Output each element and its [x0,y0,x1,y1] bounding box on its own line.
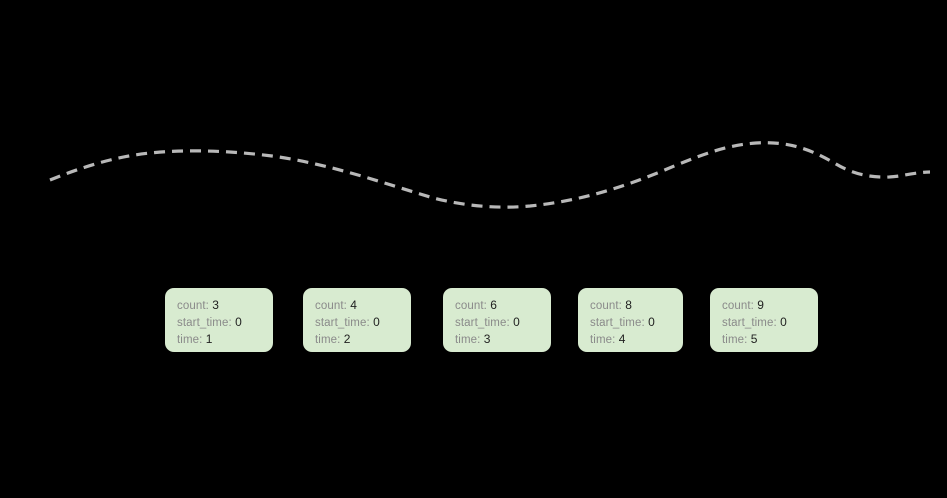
node-field-label: time: [590,334,616,346]
node-field-value: 1 [205,332,213,346]
node-field-value: 6 [490,298,498,312]
node-field-value: 0 [235,315,242,329]
node-field: count: 3 [177,297,273,314]
node-field-label: time: [315,334,341,346]
node-field-value: 4 [618,332,626,346]
node-field-value: 3 [483,332,491,346]
node-field-label: start_time: [590,317,645,329]
node-field-label: start_time: [722,317,777,329]
node-field-label: start_time: [455,317,510,329]
node-field: start_time: 0 [315,314,411,331]
node-field-label: time: [455,334,481,346]
node-field-label: start_time: [177,317,232,329]
node-field: count: 6 [455,297,551,314]
node-field-value: 8 [625,298,633,312]
node-field-label: start_time: [315,317,370,329]
node-field: time: 1 [177,331,273,348]
node-field-value: 0 [513,315,520,329]
node-field: time: 5 [722,331,818,348]
node-field-value: 9 [757,298,765,312]
node-field: start_time: 0 [177,314,273,331]
node-field-value: 2 [343,332,351,346]
node-field: time: 2 [315,331,411,348]
node-field-label: count: [590,300,622,312]
node-field-value: 0 [373,315,380,329]
node-field-label: time: [722,334,748,346]
node-field: count: 9 [722,297,818,314]
node-field: count: 8 [590,297,683,314]
node-field: start_time: 0 [455,314,551,331]
node-field-label: count: [315,300,347,312]
node-field: time: 3 [455,331,551,348]
node-field: time: 4 [590,331,683,348]
node-field-value: 5 [750,332,758,346]
node-field-value: 0 [780,315,787,329]
node-field: start_time: 0 [722,314,818,331]
node-field-label: time: [177,334,203,346]
node-field-label: count: [722,300,754,312]
node-field-value: 0 [648,315,655,329]
node-field-label: count: [455,300,487,312]
node-field-value: 4 [350,298,358,312]
node-field-label: count: [177,300,209,312]
node-field-value: 3 [212,298,220,312]
node-field: count: 4 [315,297,411,314]
node-field: start_time: 0 [590,314,683,331]
